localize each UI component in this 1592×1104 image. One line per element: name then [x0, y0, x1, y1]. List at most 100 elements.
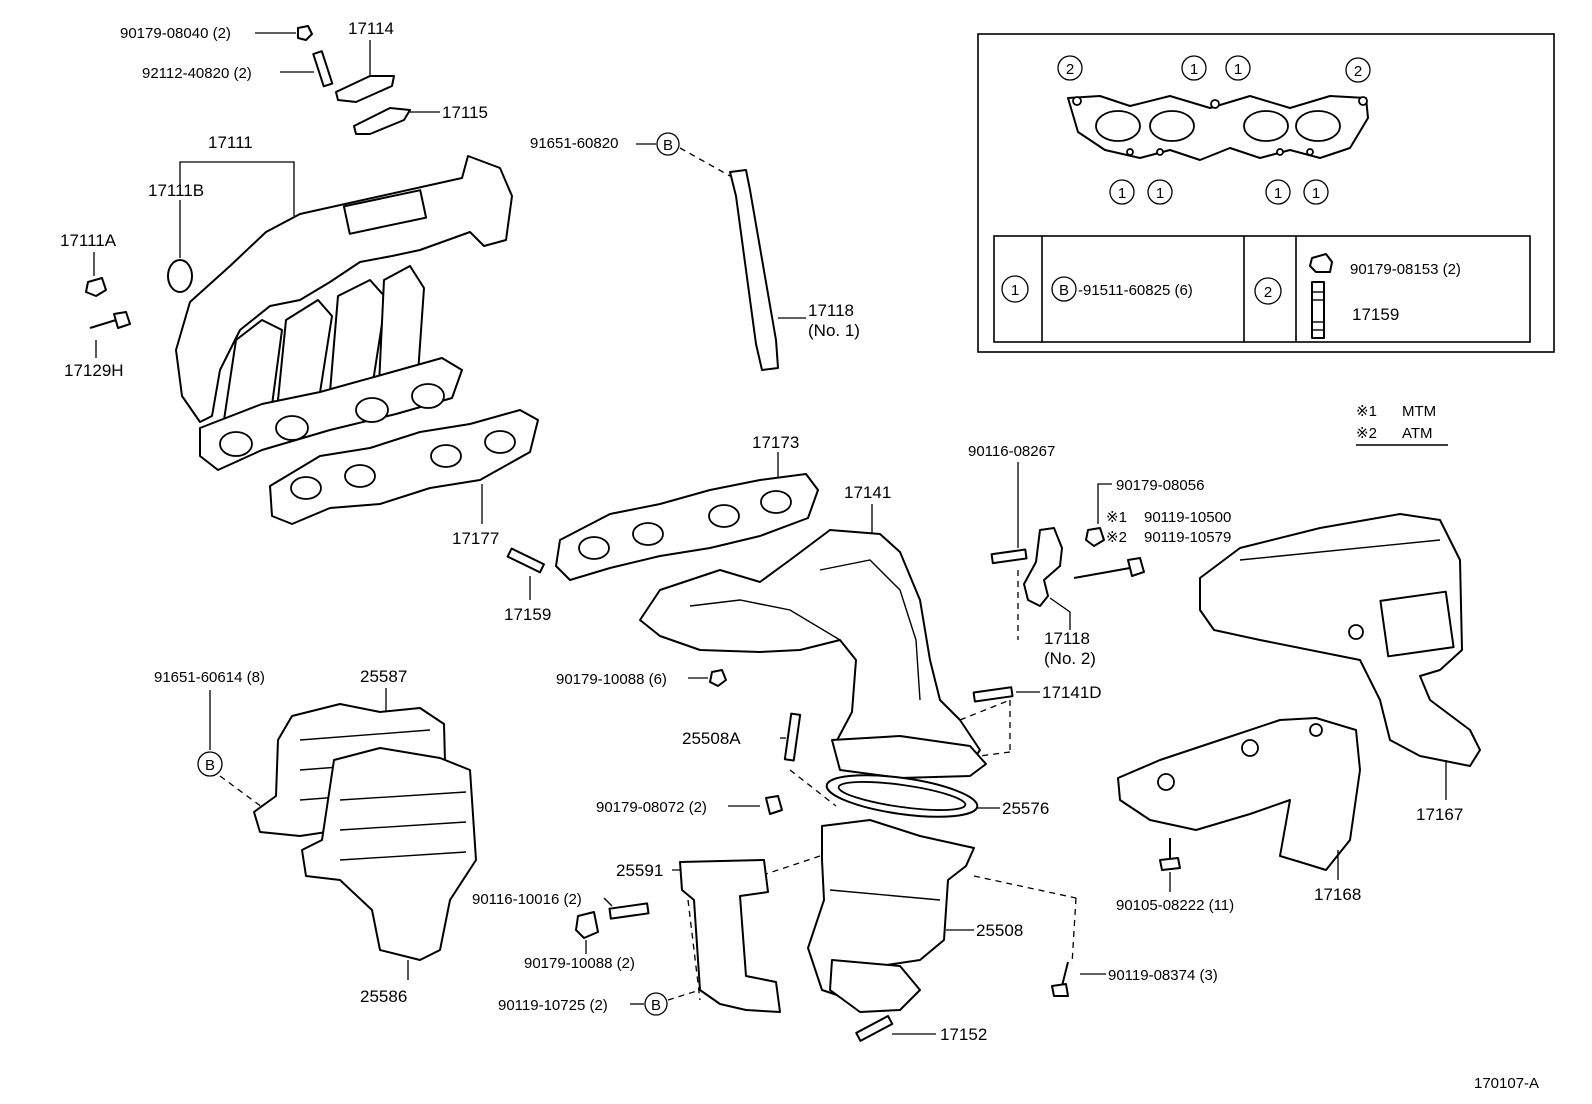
part-90179-08040: 90179-08040 (2) [120, 25, 313, 42]
label-90119-10579: 90119-10579 [1144, 529, 1231, 546]
label-91651-60614: 91651-60614 (8) [154, 669, 265, 686]
label-90179-08040: 90179-08040 (2) [120, 25, 231, 42]
label-17152: 17152 [940, 1025, 987, 1044]
label-17111A: 17111A [60, 231, 117, 250]
legend-row2-nut: 90179-08153 (2) [1350, 261, 1461, 278]
label-17118-no1: 17118 [808, 301, 854, 320]
marker-2: 2 [1354, 63, 1362, 80]
part-90119-10725: 90119-10725 (2) B [498, 989, 701, 1016]
label-17168: 17168 [1314, 885, 1361, 904]
marker-1: 1 [1274, 185, 1282, 202]
note-mark-2: ※2 [1356, 425, 1377, 442]
part-17159-stud: 17159 [504, 547, 551, 624]
label-17167: 17167 [1416, 805, 1463, 824]
marker-1: 1 [1156, 185, 1164, 202]
part-17115: 17115 [353, 103, 488, 135]
label-25508: 25508 [976, 921, 1023, 940]
marker-1: 1 [1312, 185, 1320, 202]
label-25591: 25591 [616, 861, 663, 880]
part-17173-gasket: 17173 [555, 433, 819, 581]
part-90179-10088-6: 90179-10088 (6) [556, 669, 727, 688]
part-17141D-stud: 17141D [972, 683, 1102, 703]
label-90179-08056: 90179-08056 [1116, 477, 1204, 494]
part-25508-converter: 25508 [759, 819, 1077, 1013]
label-25586: 25586 [360, 987, 407, 1006]
ring-gasket-17111B [167, 259, 193, 293]
label-17111B: 17111B [148, 181, 204, 200]
part-17152-stud: 17152 [855, 1015, 987, 1044]
part-90105-08222: 90105-08222 (11) [1116, 838, 1234, 914]
label-90119-10725: 90119-10725 (2) [498, 997, 608, 1014]
label-17141D: 17141D [1042, 683, 1102, 702]
part-90179-08072: 90179-08072 (2) [596, 795, 783, 816]
part-91651-60614: 91651-60614 (8) B [154, 669, 267, 811]
note-mark-1-inline: ※1 [1106, 509, 1127, 526]
part-17118-no1-stay: 91651-60820 B 17118 (No. 1) [530, 132, 860, 371]
label-17115: 17115 [442, 103, 488, 122]
label-90119-10500: 90119-10500 [1144, 509, 1231, 526]
label-90179-08072: 90179-08072 (2) [596, 799, 707, 816]
legend-marker-1: 1 [1011, 282, 1019, 299]
part-17111A: 17111A [60, 231, 117, 297]
note-mark-1: ※1 [1356, 403, 1377, 420]
label-92112-40820: 92112-40820 (2) [142, 65, 252, 82]
transmission-notes: ※1 MTM ※2 ATM [1356, 403, 1448, 446]
label-90119-08374: 90119-08374 (3) [1108, 967, 1218, 984]
marker-1: 1 [1118, 185, 1126, 202]
legend-b-marker: B [1059, 282, 1069, 299]
part-90179-10088-2: 90179-10088 (2) [524, 911, 635, 972]
label-17118-no2: 17118 [1044, 629, 1090, 648]
nut-icon [1309, 253, 1333, 273]
label-25508A: 25508A [682, 729, 741, 748]
diagram-id: 170107-A [1474, 1075, 1539, 1092]
part-17177-gasket: 17177 [269, 409, 539, 548]
label-17129H: 17129H [64, 361, 124, 380]
label-17173: 17173 [752, 433, 799, 452]
note-atm: ATM [1402, 425, 1433, 442]
part-25576-gasket: 25576 [825, 774, 1049, 818]
stud-icon [1311, 281, 1325, 339]
part-17118-no2-stay: 17118 (No. 2) [1023, 527, 1096, 668]
label-17141: 17141 [844, 483, 891, 502]
label-25576: 25576 [1002, 799, 1049, 818]
legend-row1-part: -91511-60825 (6) [1078, 282, 1193, 299]
part-17168-insulator: 17168 [1117, 717, 1361, 904]
label-17111: 17111 [208, 133, 253, 152]
note-mtm: MTM [1402, 403, 1436, 420]
gasket-legend-box: 2 1 1 2 1 1 1 1 1 B -91511-60825 (6) 2 9… [977, 33, 1555, 353]
part-17141-manifold: 17141 [639, 483, 1011, 779]
label-90105-08222: 90105-08222 (11) [1116, 897, 1234, 914]
label-90179-10088-6: 90179-10088 (6) [556, 671, 667, 688]
part-90119-10500-10579: ※1 90119-10500 ※2 90119-10579 [1073, 509, 1231, 579]
label-90179-10088-2: 90179-10088 (2) [524, 955, 635, 972]
marker-1: 1 [1190, 61, 1198, 78]
gasket-position-markers: 2 1 1 2 1 1 1 1 [1057, 55, 1371, 205]
label-17118-no2-sub: (No. 2) [1044, 649, 1096, 668]
part-90116-08267: 90116-08267 [968, 443, 1055, 640]
part-92112-40820: 92112-40820 (2) [142, 50, 334, 88]
b-marker: B [663, 137, 673, 154]
legend-marker-2: 2 [1264, 284, 1272, 301]
part-17111-manifold: 17111 17111B [148, 133, 513, 471]
part-17129H: 17129H [64, 311, 131, 380]
label-25587: 25587 [360, 667, 407, 686]
label-17114: 17114 [348, 19, 394, 38]
legend-row2-stud: 17159 [1352, 305, 1399, 324]
gasket-illustration [1067, 95, 1369, 161]
part-17114: 17114 [335, 19, 395, 103]
label-90116-08267: 90116-08267 [968, 443, 1055, 460]
b-marker: B [651, 997, 661, 1014]
part-90119-08374: 90119-08374 (3) [1051, 961, 1218, 997]
b-marker: B [205, 757, 215, 774]
part-25508A-stud: 25508A [682, 712, 837, 807]
label-17159: 17159 [504, 605, 551, 624]
marker-1: 1 [1234, 61, 1242, 78]
note-mark-2-inline: ※2 [1106, 529, 1127, 546]
part-25591-bracket: 25591 [616, 859, 781, 1013]
part-90179-08056: 90179-08056 [1085, 477, 1204, 547]
label-91651-60820: 91651-60820 [530, 135, 618, 152]
part-25586-insulator: 25586 [301, 747, 477, 1006]
label-90116-10016: 90116-10016 (2) [472, 891, 582, 908]
part-17167-insulator: 17167 [1199, 513, 1481, 824]
